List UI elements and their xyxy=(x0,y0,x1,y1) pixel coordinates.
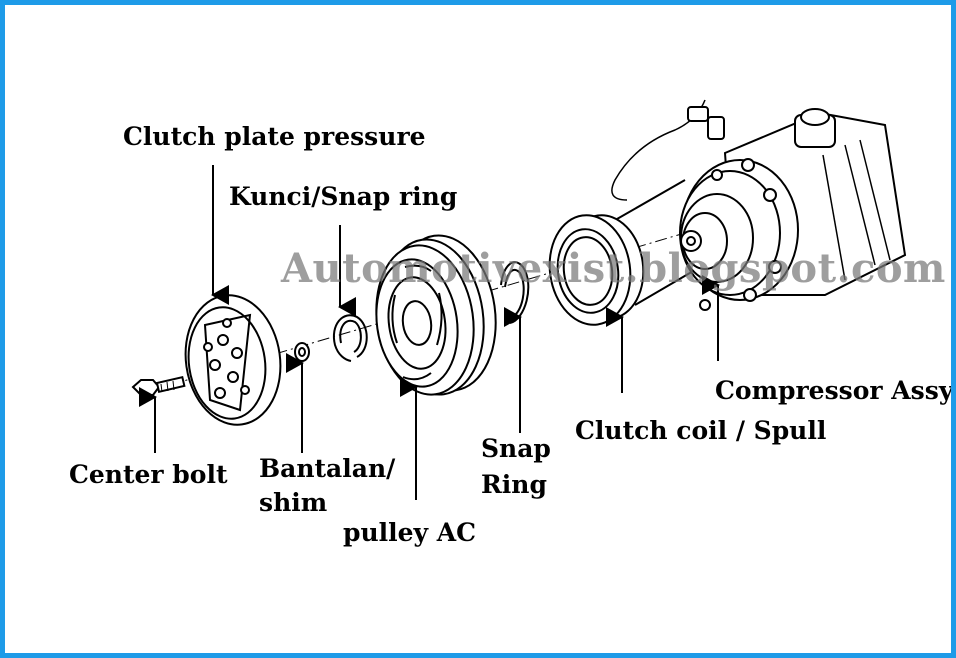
label-shim-line2: shim xyxy=(259,488,328,517)
label-clutch-plate: Clutch plate pressure xyxy=(123,122,426,151)
clutch-plate-part xyxy=(184,294,282,426)
exploded-view-drawing xyxy=(131,99,907,500)
snap-ring-1-part xyxy=(332,314,368,362)
label-pulley: pulley AC xyxy=(343,518,477,547)
label-snap-ring-2-line1: Snap xyxy=(481,434,551,463)
pulley-part xyxy=(375,234,497,396)
shim-part xyxy=(294,342,310,362)
compressor-part xyxy=(611,99,907,311)
label-center-bolt: Center bolt xyxy=(69,460,228,489)
label-clutch-coil: Clutch coil / Spull xyxy=(575,416,827,445)
center-bolt-part xyxy=(131,375,186,396)
label-shim-line1: Bantalan/ xyxy=(259,454,396,483)
label-snap-ring-1: Kunci/Snap ring xyxy=(229,182,458,211)
watermark: Automotivexist.blogspot.com xyxy=(281,245,946,292)
label-compressor: Compressor Assy xyxy=(715,376,954,405)
clutch-coil-part xyxy=(548,179,696,326)
label-snap-ring-2-line2: Ring xyxy=(481,470,547,499)
